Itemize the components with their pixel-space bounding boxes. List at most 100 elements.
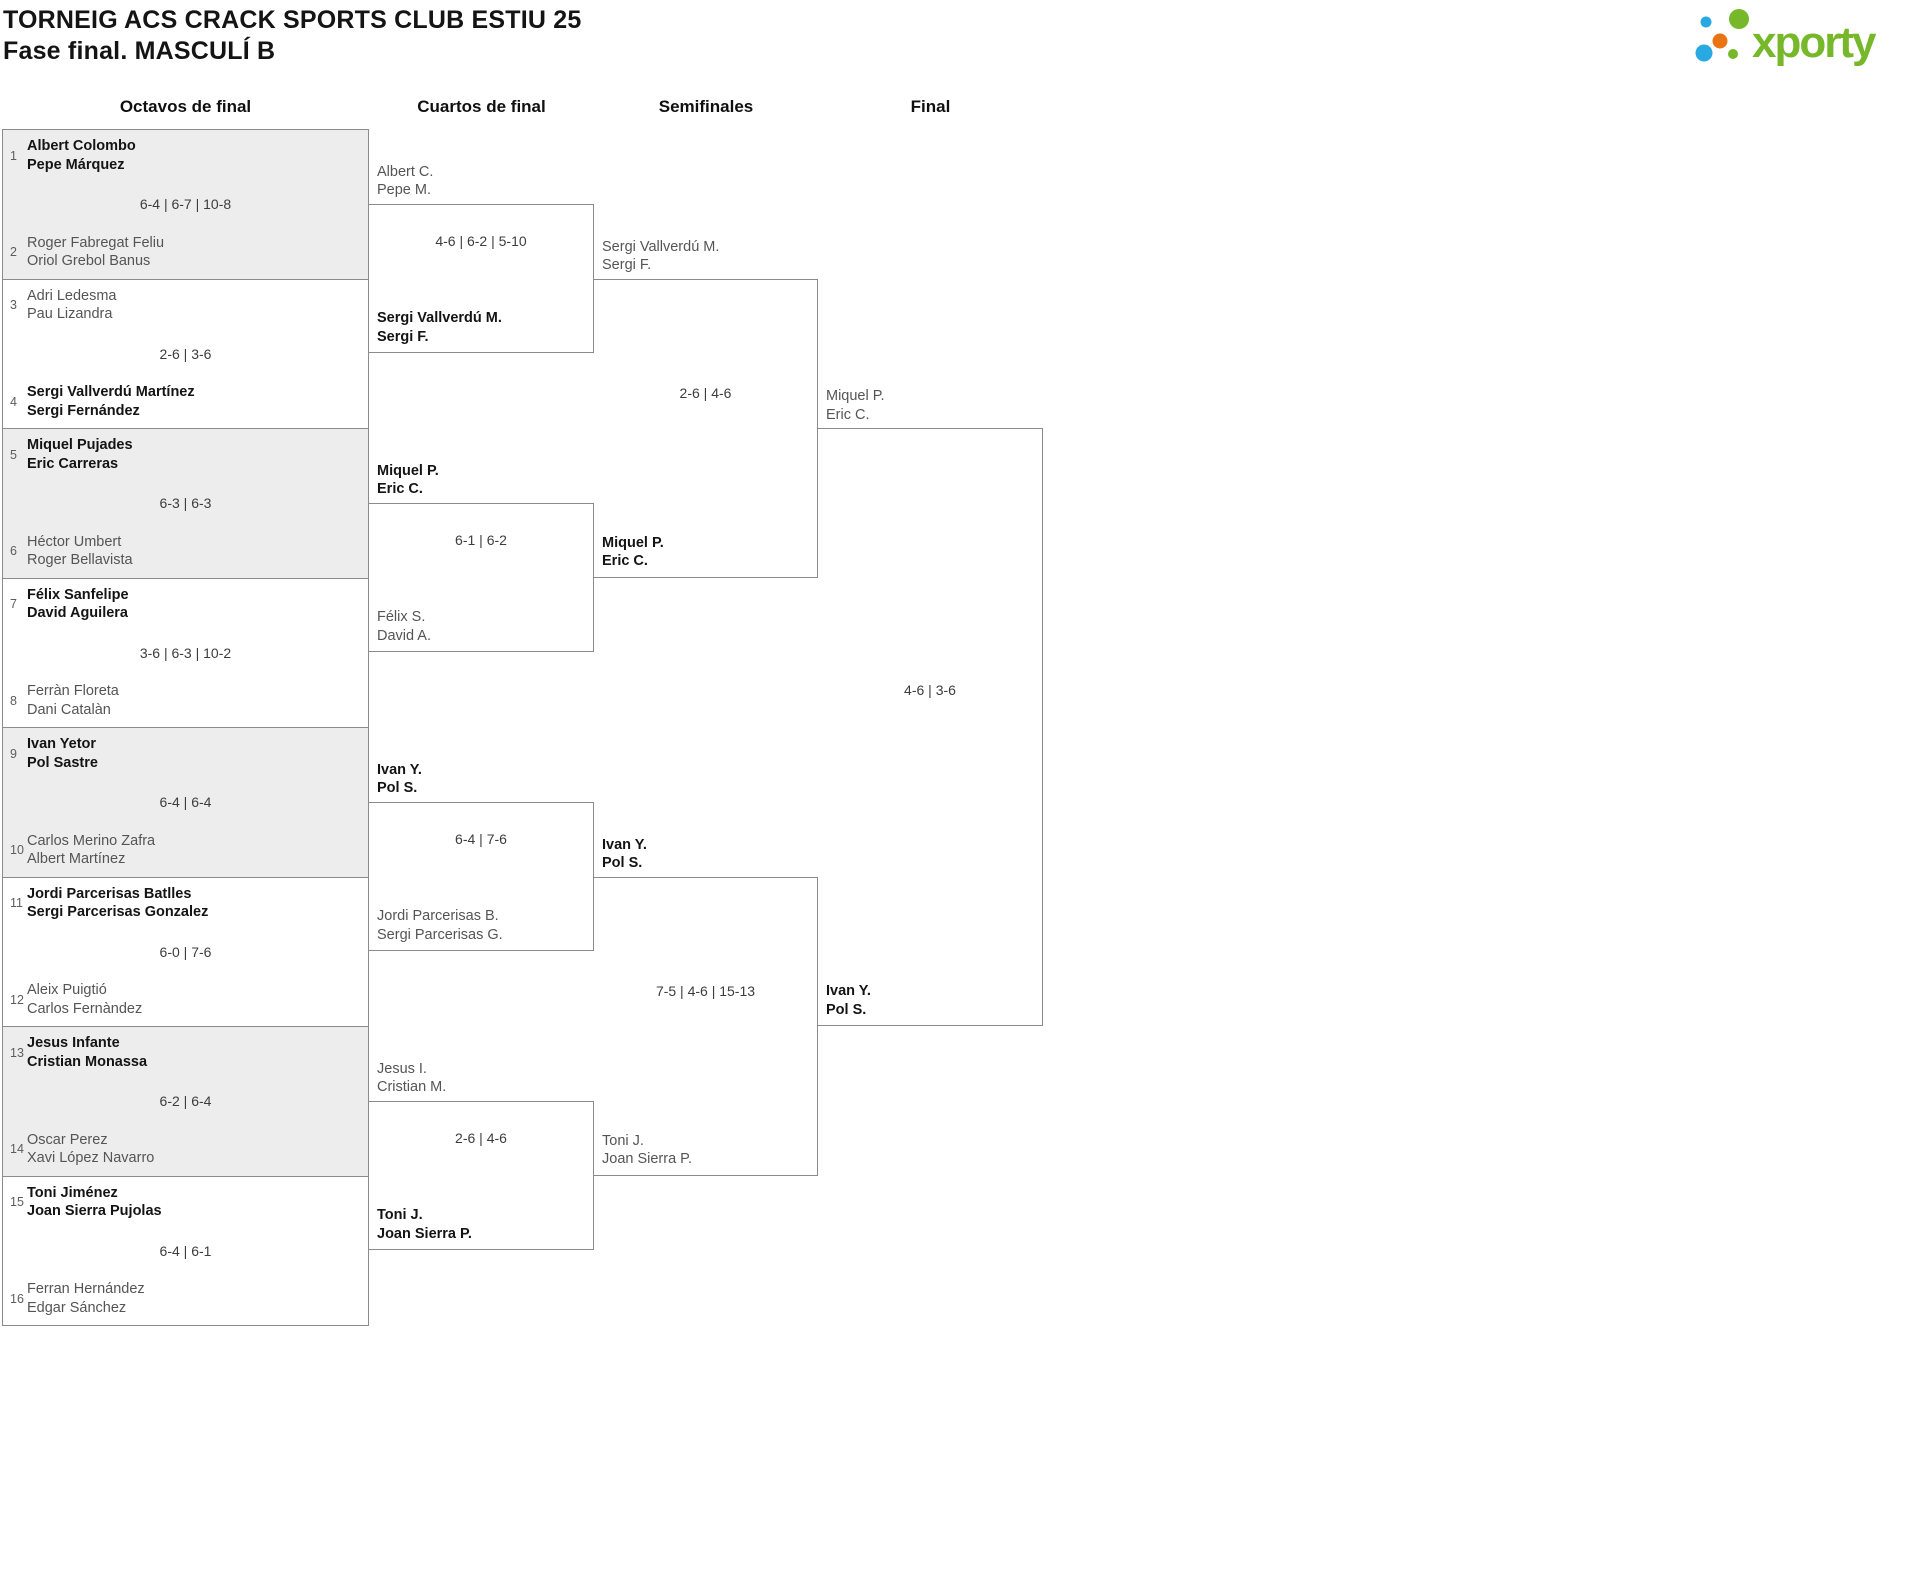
page-title: TORNEIG ACS CRACK SPORTS CLUB ESTIU 25 F… <box>3 5 582 67</box>
team-bottom: Aleix Puigtió Carlos Fernàndez <box>27 982 143 1017</box>
team-top: Sergi Vallverdú M. Sergi F. <box>602 238 720 274</box>
team-row: 6 Héctor Umbert Roger Bellavista <box>10 533 362 570</box>
seed-number: 1 <box>10 148 17 163</box>
match-sf-2: Ivan Y. Pol S. 7-5 | 4-6 | 15-13 Toni J.… <box>594 837 818 1176</box>
match-score: 6-4 | 6-7 | 10-8 <box>139 196 232 213</box>
seed-number: 9 <box>10 746 17 761</box>
team-bottom: Héctor Umbert Roger Bellavista <box>27 533 133 569</box>
match-score: 3-6 | 6-3 | 10-2 <box>139 644 232 661</box>
team-row: 3 Adri Ledesma Pau Lizandra <box>10 287 362 324</box>
team-top: Toni Jiménez Joan Sierra Pujolas <box>27 1184 162 1220</box>
round-header-semifinales: Semifinales <box>658 97 754 116</box>
team-row: 7 Félix Sanfelipe David Aguilera <box>10 586 362 623</box>
seed-number: 2 <box>10 245 17 259</box>
match-score: 6-0 | 7-6 <box>159 943 212 960</box>
team-top: Albert C. Pepe M. <box>377 163 434 199</box>
xporty-logo-mark: xporty <box>1695 9 1879 67</box>
team-top: Albert Colombo Pepe Márquez <box>27 138 136 173</box>
match-r16-7: 13 Jesus Infante Cristian Monassa 6-2 | … <box>2 1026 369 1177</box>
team-row: 1 Albert Colombo Pepe Márquez <box>10 137 362 174</box>
team-bottom: Miquel P. Eric C. <box>602 534 664 570</box>
match-r16-8: 15 Toni Jiménez Joan Sierra Pujolas 6-4 … <box>2 1175 369 1326</box>
match-qf-4: Jesus I. Cristian M. 2-6 | 4-6 Toni J. J… <box>369 1061 594 1251</box>
team-row: 13 Jesus Infante Cristian Monassa <box>10 1034 362 1071</box>
match-score: 2-6 | 3-6 <box>159 345 212 362</box>
match-score: 4-6 | 6-2 | 5-10 <box>435 232 527 249</box>
match-qf-3: Ivan Y. Pol S. 6-4 | 7-6 Jordi Parcerisa… <box>369 762 594 952</box>
match-score: 7-5 | 4-6 | 15-13 <box>655 982 756 999</box>
seed-number: 16 <box>10 1291 24 1306</box>
team-bottom: Ivan Y. Pol S. <box>826 983 871 1018</box>
match-score: 2-6 | 4-6 <box>455 1129 507 1146</box>
match-sf-1: Sergi Vallverdú M. Sergi F. 2-6 | 4-6 Mi… <box>594 239 818 578</box>
seed-number: 4 <box>10 394 17 409</box>
match-r16-2: 3 Adri Ledesma Pau Lizandra 2-6 | 3-6 4 … <box>2 278 369 429</box>
seed-number: 8 <box>10 693 17 708</box>
team-row: 16 Ferran Hernández Edgar Sánchez <box>10 1280 362 1317</box>
tournament-title: TORNEIG ACS CRACK SPORTS CLUB ESTIU 25 <box>3 6 582 34</box>
match-final: Miquel P. Eric C. 4-6 | 3-6 Ivan Y. Pol … <box>818 388 1043 1026</box>
team-bottom: Ferran Hernández Edgar Sánchez <box>27 1281 145 1316</box>
team-bottom: Carlos Merino Zafra Albert Martínez <box>27 832 156 868</box>
team-bottom: Félix S. David A. <box>377 609 431 644</box>
match-score: 4-6 | 3-6 <box>904 682 956 698</box>
team-row: 11 Jordi Parcerisas Batlles Sergi Parcer… <box>10 885 362 922</box>
match-score: 6-4 | 7-6 <box>455 830 507 847</box>
match-qf-2: Miquel P. Eric C. 6-1 | 6-2 Félix S. Dav… <box>369 463 594 653</box>
round-header-octavos: Octavos de final <box>119 97 252 116</box>
seed-number: 6 <box>10 544 17 558</box>
match-score: 6-2 | 6-4 <box>159 1093 212 1110</box>
seed-number: 3 <box>10 298 17 312</box>
team-row: 14 Oscar Perez Xavi López Navarro <box>10 1131 362 1168</box>
match-qf-1: Albert C. Pepe M. 4-6 | 6-2 | 5-10 Sergi… <box>369 164 594 354</box>
team-top: Ivan Yetor Pol Sastre <box>27 736 98 771</box>
team-row: 9 Ivan Yetor Pol Sastre <box>10 735 362 772</box>
team-top: Miquel P. Eric C. <box>377 462 439 498</box>
team-bottom: Jordi Parcerisas B. Sergi Parcerisas G. <box>377 908 503 943</box>
xporty-logo[interactable]: xporty <box>1688 6 1888 68</box>
seed-number: 5 <box>10 447 17 462</box>
team-bottom: Toni J. Joan Sierra P. <box>602 1132 693 1168</box>
match-score: 6-4 | 6-1 <box>159 1242 212 1259</box>
match-r16-3: 5 Miquel Pujades Eric Carreras 6-3 | 6-3… <box>2 428 369 579</box>
match-r16-1: 1 Albert Colombo Pepe Márquez 6-4 | 6-7 … <box>2 129 369 280</box>
match-score: 2-6 | 4-6 <box>679 384 732 401</box>
team-top: Jesus I. Cristian M. <box>377 1060 447 1096</box>
match-score: 6-4 | 6-4 <box>159 794 212 811</box>
team-top: Ivan Y. Pol S. <box>377 761 422 797</box>
team-row: 12 Aleix Puigtió Carlos Fernàndez <box>10 981 362 1018</box>
round-header-final: Final <box>910 97 951 116</box>
team-top: Jesus Infante Cristian Monassa <box>27 1035 148 1070</box>
team-bottom: Roger Fabregat Feliu Oriol Grebol Banus <box>27 234 165 270</box>
seed-number: 11 <box>10 896 23 910</box>
match-r16-5: 9 Ivan Yetor Pol Sastre 6-4 | 6-4 10 Car… <box>2 727 369 878</box>
team-bottom: Toni J. Joan Sierra P. <box>377 1207 472 1242</box>
seed-number: 15 <box>10 1195 24 1209</box>
logo-text: xporty <box>1752 18 1877 67</box>
team-row: 8 Ferràn Floreta Dani Catalàn <box>10 682 362 719</box>
team-bottom: Ferràn Floreta Dani Catalàn <box>27 683 119 718</box>
team-top: Adri Ledesma Pau Lizandra <box>27 287 117 323</box>
seed-number: 12 <box>10 992 24 1007</box>
team-row: 5 Miquel Pujades Eric Carreras <box>10 436 362 473</box>
team-bottom: Oscar Perez Xavi López Navarro <box>27 1131 155 1167</box>
team-top: Ivan Y. Pol S. <box>602 836 647 872</box>
team-row: 4 Sergi Vallverdú Martínez Sergi Fernánd… <box>10 383 362 420</box>
round-header-cuartos: Cuartos de final <box>417 97 546 116</box>
team-bottom: Sergi Vallverdú Martínez Sergi Fernández <box>27 384 195 419</box>
seed-number: 10 <box>10 843 24 857</box>
match-r16-6: 11 Jordi Parcerisas Batlles Sergi Parcer… <box>2 876 369 1027</box>
team-row: 15 Toni Jiménez Joan Sierra Pujolas <box>10 1184 362 1221</box>
seed-number: 7 <box>10 597 17 611</box>
phase-title: Fase final. MASCULÍ B <box>3 37 276 65</box>
seed-number: 13 <box>10 1045 24 1060</box>
team-bottom: Sergi Vallverdú M. Sergi F. <box>377 310 502 345</box>
match-r16-4: 7 Félix Sanfelipe David Aguilera 3-6 | 6… <box>2 577 369 728</box>
team-top: Miquel P. Eric C. <box>826 388 885 423</box>
seed-number: 14 <box>10 1142 24 1156</box>
match-score: 6-3 | 6-3 <box>159 495 212 512</box>
team-top: Jordi Parcerisas Batlles Sergi Parcerisa… <box>27 885 209 921</box>
match-score: 6-1 | 6-2 <box>455 531 507 548</box>
team-top: Miquel Pujades Eric Carreras <box>27 437 133 472</box>
